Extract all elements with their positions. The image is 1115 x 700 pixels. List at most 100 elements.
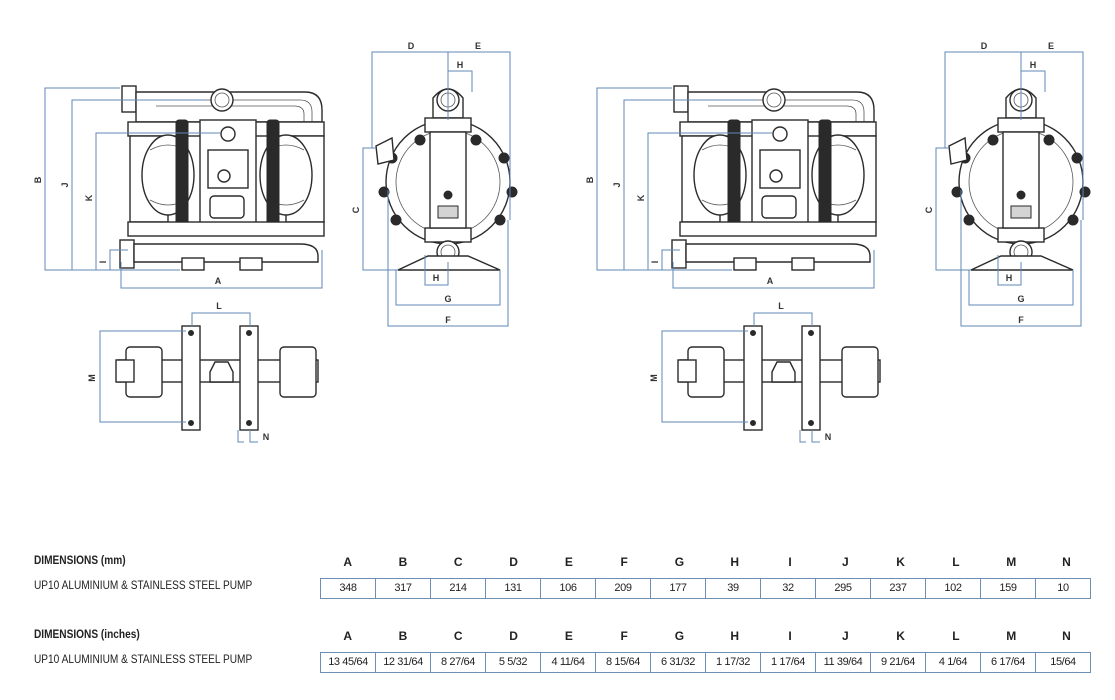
column-header: I: [788, 629, 792, 643]
table-cell: 32: [761, 579, 816, 598]
table-cell: 9 21/64: [871, 653, 926, 672]
table-cell: 214: [431, 579, 486, 598]
dim-label-i: I: [650, 261, 660, 264]
column-header: D: [509, 555, 518, 569]
dim-label-f: F: [445, 315, 451, 325]
table-cell: 6 17/64: [981, 653, 1036, 672]
table-cell: 295: [816, 579, 871, 598]
dim-label-h-bottom: H: [433, 273, 440, 283]
front-view: B J K I A: [585, 85, 877, 289]
dim-label-e: E: [475, 41, 481, 51]
dim-label-c: C: [351, 206, 361, 213]
column-header: H: [730, 629, 740, 643]
column-header: I: [788, 555, 792, 569]
column-header: D: [509, 629, 518, 643]
dim-label-j: J: [60, 182, 70, 187]
table-cell: 177: [651, 579, 706, 598]
dim-label-b: B: [585, 176, 595, 183]
table-cell: 8 15/64: [596, 653, 651, 672]
column-header: G: [674, 629, 685, 643]
dim-label-e: E: [1048, 41, 1054, 51]
table-headers: A B C D E F G H I J K L M N: [320, 555, 1094, 569]
dim-label-g: G: [1017, 294, 1024, 304]
dim-label-d: D: [408, 41, 415, 51]
table-title: DIMENSIONS (inches): [34, 629, 140, 641]
drawing-set-1: B J K I A: [33, 41, 518, 443]
dim-label-h-top: H: [457, 60, 464, 70]
table-row-label: UP10 ALUMINIUM & STAINLESS STEEL PUMP: [34, 580, 253, 592]
table-cell: 4 1/64: [926, 653, 981, 672]
dim-label-k: K: [636, 194, 646, 201]
dim-label-c: C: [924, 206, 934, 213]
table-cell: 12 31/64: [376, 653, 431, 672]
column-header: C: [453, 555, 463, 569]
table-cell: 1 17/32: [706, 653, 761, 672]
table-cell: 317: [376, 579, 431, 598]
front-view: B J K I A: [33, 85, 325, 289]
dim-label-a: A: [215, 276, 222, 286]
dim-label-n: N: [825, 432, 832, 442]
drawing-set-2: B J K I A: [585, 41, 1091, 443]
table-cell: 237: [871, 579, 926, 598]
column-header: B: [398, 629, 408, 643]
dim-label-l: L: [216, 301, 222, 311]
table-cell: 4 11/64: [541, 653, 596, 672]
table-cell: 106: [541, 579, 596, 598]
column-header: K: [896, 629, 905, 643]
dim-label-a: A: [767, 276, 774, 286]
column-header: E: [564, 629, 573, 643]
dim-label-l: L: [778, 301, 784, 311]
dim-label-g: G: [444, 294, 451, 304]
side-view: D E H C H G F: [351, 41, 518, 327]
column-header: F: [620, 555, 628, 569]
table-cell: 15/64: [1050, 656, 1076, 668]
column-header: B: [398, 555, 408, 569]
column-header: K: [896, 555, 905, 569]
column-header: M: [1006, 629, 1017, 643]
table-cell: 131: [486, 579, 541, 598]
dim-label-k: K: [84, 194, 94, 201]
top-view: L M N: [649, 301, 881, 443]
table-cell: 6 31/32: [651, 653, 706, 672]
dim-label-i: I: [98, 261, 108, 264]
dim-label-j: J: [612, 182, 622, 187]
table-cell: 11 39/64: [816, 653, 871, 672]
table-row-label: UP10 ALUMINIUM & STAINLESS STEEL PUMP: [34, 654, 253, 666]
dim-label-f: F: [1018, 315, 1024, 325]
column-header: J: [841, 555, 849, 569]
column-header: N: [1062, 629, 1071, 643]
table-title: DIMENSIONS (mm): [34, 555, 126, 567]
dim-label-h-bottom: H: [1006, 273, 1013, 283]
table-cell: 5 5/32: [486, 653, 541, 672]
dim-label-m: M: [87, 374, 97, 382]
table-cell: 10: [1057, 582, 1069, 594]
dim-label-n: N: [263, 432, 270, 442]
table-cell: 159: [981, 579, 1036, 598]
table-cell: 13 45/64: [321, 653, 376, 672]
column-header: N: [1062, 555, 1071, 569]
column-header: L: [952, 629, 960, 643]
table-cell: 8 27/64: [431, 653, 486, 672]
table-cell: 209: [596, 579, 651, 598]
column-header: L: [952, 555, 960, 569]
table-cell: 102: [926, 579, 981, 598]
dim-label-h-top: H: [1030, 60, 1037, 70]
column-header: H: [730, 555, 740, 569]
column-header: G: [674, 555, 685, 569]
column-header: M: [1006, 555, 1017, 569]
column-header: F: [620, 629, 628, 643]
side-view: D E H C H G F: [924, 41, 1091, 327]
column-header: E: [564, 555, 573, 569]
column-header: J: [841, 629, 849, 643]
column-header: A: [343, 555, 352, 569]
top-view: L M N: [87, 301, 319, 443]
dim-label-d: D: [981, 41, 988, 51]
table-cell: 348: [321, 579, 376, 598]
pump-drawings: B J K I A: [33, 41, 1091, 443]
table-cell: 1 17/64: [761, 653, 816, 672]
column-header: A: [343, 629, 352, 643]
dim-label-m: M: [649, 374, 659, 382]
